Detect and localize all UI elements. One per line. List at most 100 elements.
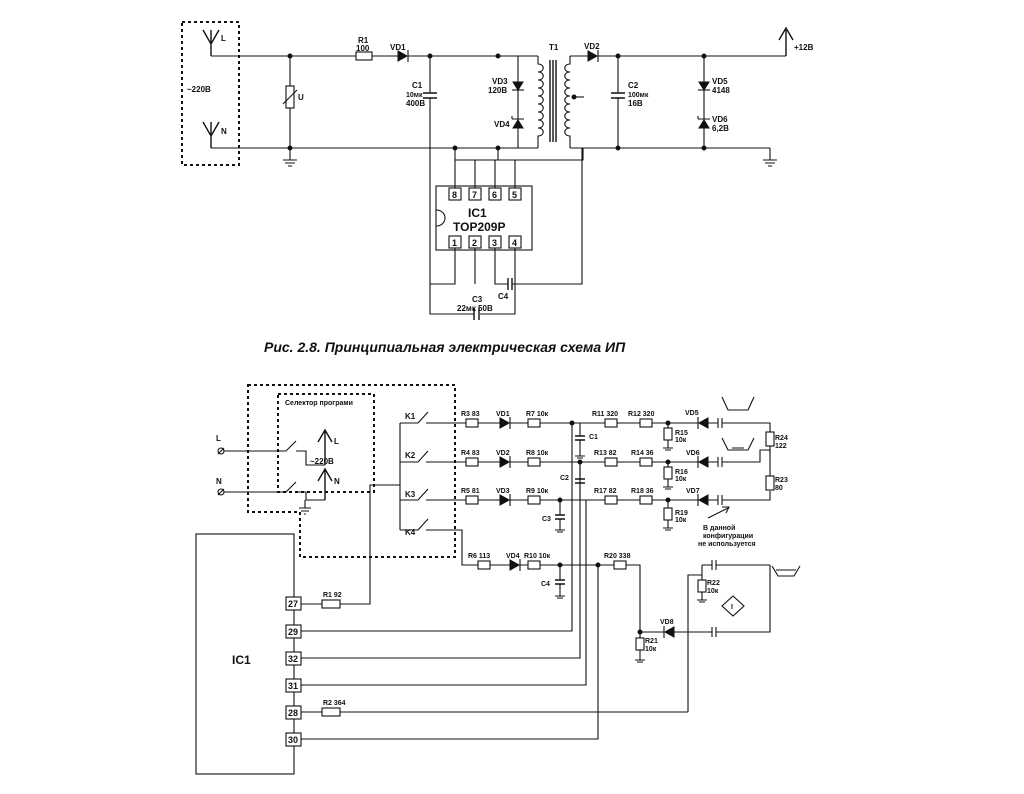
r15-label: R15: [675, 430, 688, 437]
ic1-pin-29: 29: [288, 627, 298, 637]
ic1-pin-32: 32: [288, 654, 298, 664]
c3-label: C3: [542, 516, 551, 523]
vd4-label: VD4: [506, 553, 520, 560]
diode-vd8: VD8: [640, 565, 771, 638]
resistor-r3: R3 83: [461, 411, 480, 428]
r1-label: R1: [358, 36, 369, 45]
vd7-label: VD7: [686, 488, 700, 495]
r13-label: R13 82: [594, 450, 617, 457]
ground-symbol: [283, 159, 297, 167]
resistor-r17: R17 82: [594, 488, 618, 505]
mains-voltage-label: ~220В: [310, 457, 334, 466]
output-voltage-label: +12В: [794, 43, 814, 52]
r18-label: R18 36: [631, 488, 654, 495]
resistor-r8: R8 10к: [526, 450, 549, 467]
diode-vd1: VD1: [390, 43, 409, 62]
l-input-label: L: [216, 434, 221, 443]
ic1-pin-2: 2: [472, 238, 477, 248]
r2-label: R2 364: [323, 700, 346, 707]
diode-vd2: VD2: [496, 450, 511, 468]
note-line-3: не используется: [698, 541, 756, 548]
mains-n-terminal: N: [202, 121, 227, 148]
vd6-label: VD6: [712, 115, 728, 124]
vd3-label: VD3: [496, 488, 510, 495]
c4-label: C4: [541, 581, 550, 588]
ic1-pin-4: 4: [512, 238, 517, 248]
r4-label: R4 83: [461, 450, 480, 457]
diode-vd5: VD5: [685, 410, 709, 429]
r9-label: R9 10к: [526, 488, 549, 495]
resistor-r1: R1 92: [301, 592, 342, 609]
note-line-1: В данной: [703, 524, 735, 532]
svg-text:I: I: [731, 604, 733, 611]
zener-vd6: VD6 6,2В: [697, 115, 729, 133]
mains-input-box: [181, 21, 240, 166]
r8-label: R8 10к: [526, 450, 549, 457]
resistor-r24: R24 122: [765, 431, 788, 476]
ic1-pin-8: 8: [452, 190, 457, 200]
vd1-label: VD1: [390, 43, 406, 52]
c3-value: 22мк 50В: [457, 304, 493, 313]
rinse-tub-icon: [721, 437, 755, 451]
resistor-r1: R1 100: [355, 36, 373, 61]
c2-voltage: 16В: [628, 99, 643, 108]
r1-label: R1 92: [323, 592, 342, 599]
power-supply-schematic: L ~220В N U R1 100: [181, 21, 814, 355]
ic1-pin-31: 31: [288, 681, 298, 691]
resistor-r14: R14 36: [631, 450, 654, 467]
vd8-label: VD8: [660, 619, 674, 626]
mains-n-symbol: N: [317, 467, 340, 500]
ic1-type: TOP209P: [453, 220, 505, 234]
resistor-r10: R10 10к: [524, 553, 551, 570]
resistor-r22: R22 10к: [697, 575, 720, 603]
r12-label: R12 320: [628, 411, 655, 418]
resistor-r18: R18 36: [631, 488, 654, 505]
k4-label: K4: [405, 528, 416, 537]
r7-label: R7 10к: [526, 411, 549, 418]
r17-label: R17 82: [594, 488, 617, 495]
vd2-label: VD2: [584, 42, 600, 51]
r16-label: R16: [675, 469, 688, 476]
vd6-label: VD6: [686, 450, 700, 457]
r15-value: 10к: [675, 437, 687, 444]
note-line-2: конфигурации: [703, 533, 753, 540]
ic1-pin-28: 28: [288, 708, 298, 718]
switch-k2: K2: [400, 450, 458, 463]
ic1-pin-5: 5: [512, 190, 517, 200]
zener-vd4: VD4: [494, 116, 524, 129]
vd1-label: VD1: [496, 411, 510, 418]
program-selector-box: [247, 384, 456, 558]
ic1-pin-7: 7: [472, 190, 477, 200]
resistor-r9: R9 10к: [526, 488, 549, 505]
r11-label: R11 320: [592, 411, 618, 418]
n-input-label: N: [216, 477, 222, 486]
resistor-r20: R20 338: [604, 553, 631, 570]
mains-l-label: L: [221, 34, 226, 43]
c2-label: C2: [560, 475, 569, 482]
capacitor-c4: C4: [498, 278, 513, 301]
vd5-label: VD5: [685, 410, 699, 417]
resistor-r13: R13 82: [594, 450, 618, 467]
mains-l-symbol: L: [317, 428, 339, 465]
c4-label: C4: [498, 292, 509, 301]
diode-vd4: VD4: [506, 553, 521, 571]
ic1-top209p: IC1 TOP209P 8 7 6 5 1 2 3 4: [435, 185, 533, 251]
capacitor-c2: C2 100мк 16В: [611, 56, 649, 148]
r6-label: R6 113: [468, 553, 490, 560]
k2-label: K2: [405, 451, 416, 460]
transformer-t1: T1: [537, 43, 584, 148]
diode-vd3: VD3: [496, 488, 511, 506]
ic1-pin-1: 1: [452, 238, 457, 248]
diode-vd7: VD7: [686, 488, 709, 506]
resistor-r23: R23 80: [765, 475, 788, 492]
l-symbol-label: L: [334, 437, 339, 446]
ground-symbol: [763, 148, 777, 167]
ic1-controller: [195, 533, 295, 775]
r19-value: 10к: [675, 517, 687, 524]
r10-label: R10 10к: [524, 553, 551, 560]
r1-value: 100: [356, 44, 370, 53]
vd6-voltage: 6,2В: [712, 124, 729, 133]
resistor-r12: R12 320: [628, 411, 655, 428]
resistor-r2: R2 364: [301, 700, 688, 717]
